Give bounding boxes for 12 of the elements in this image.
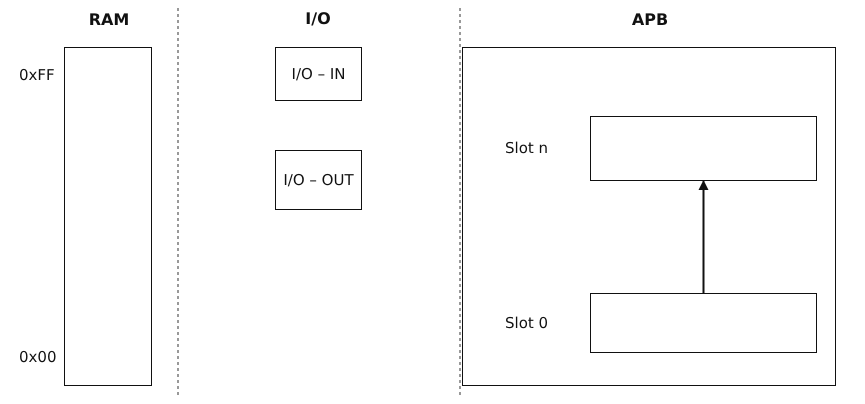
arrow bbox=[698, 180, 708, 293]
column-heading: I/O bbox=[305, 9, 331, 28]
box-label: I/O – OUT bbox=[282, 171, 355, 189]
column-heading: RAM bbox=[88, 10, 130, 29]
address-label: 0x00 bbox=[19, 348, 57, 366]
column-heading: APB bbox=[632, 10, 668, 29]
box-label: I/O – IN bbox=[290, 65, 346, 83]
address-label: Slot 0 bbox=[505, 314, 548, 332]
register-box bbox=[275, 150, 362, 210]
address-label: Slot n bbox=[505, 139, 548, 157]
address-label: 0xFF bbox=[19, 66, 55, 84]
register-box bbox=[275, 47, 362, 101]
